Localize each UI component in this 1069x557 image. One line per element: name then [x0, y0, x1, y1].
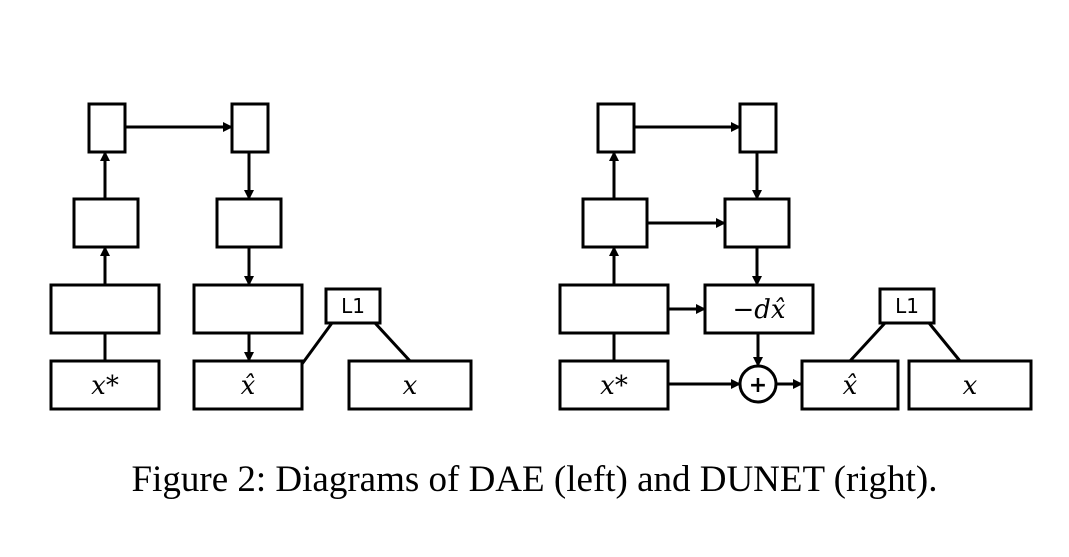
- dae-recon-label: x̂: [241, 371, 256, 401]
- dae-encoder-wide-box: [49, 283, 161, 335]
- dae-target-to-loss-line: [373, 321, 412, 363]
- dae-recon-to-loss-line: [300, 322, 334, 365]
- dunet-recon-label: x̂: [843, 371, 858, 401]
- dunet-diagram: [558, 102, 1033, 411]
- dunet-encoder-mid-box: [581, 197, 649, 249]
- dae-decoder-mid-box: [215, 197, 283, 249]
- dunet-encoder-top-box: [596, 102, 636, 154]
- dunet-loss-box: [878, 287, 936, 325]
- dunet-decoder-top-box: [738, 102, 778, 154]
- dae-target-label: x: [403, 371, 418, 401]
- dunet-input-label: x*: [600, 371, 628, 401]
- dunet-recon-to-loss-line: [848, 321, 887, 363]
- dunet-decoder-mid-box: [723, 197, 791, 249]
- dunet-target-label: x: [963, 371, 978, 401]
- dae-loss-box: [324, 287, 382, 325]
- dunet-sum-label: +: [749, 373, 767, 398]
- dae-encoder-mid-box: [72, 197, 140, 249]
- dunet-encoder-wide-box: [558, 283, 670, 335]
- dunet-loss-label: L1: [895, 294, 919, 318]
- dae-loss-label: L1: [341, 294, 365, 318]
- dae-diagram: [49, 102, 473, 411]
- figure-caption: Figure 2: Diagrams of DAE (left) and DUN…: [131, 459, 938, 500]
- dae-encoder-top-box: [87, 102, 127, 154]
- dunet-target-box: [907, 359, 1033, 411]
- dae-decoder-wide-box: [192, 283, 304, 335]
- dunet-target-to-loss-line: [927, 322, 962, 362]
- dae-input-label: x*: [91, 371, 119, 401]
- dae-decoder-top-box: [230, 102, 270, 154]
- dunet-noise-label: −dx̂: [732, 295, 785, 325]
